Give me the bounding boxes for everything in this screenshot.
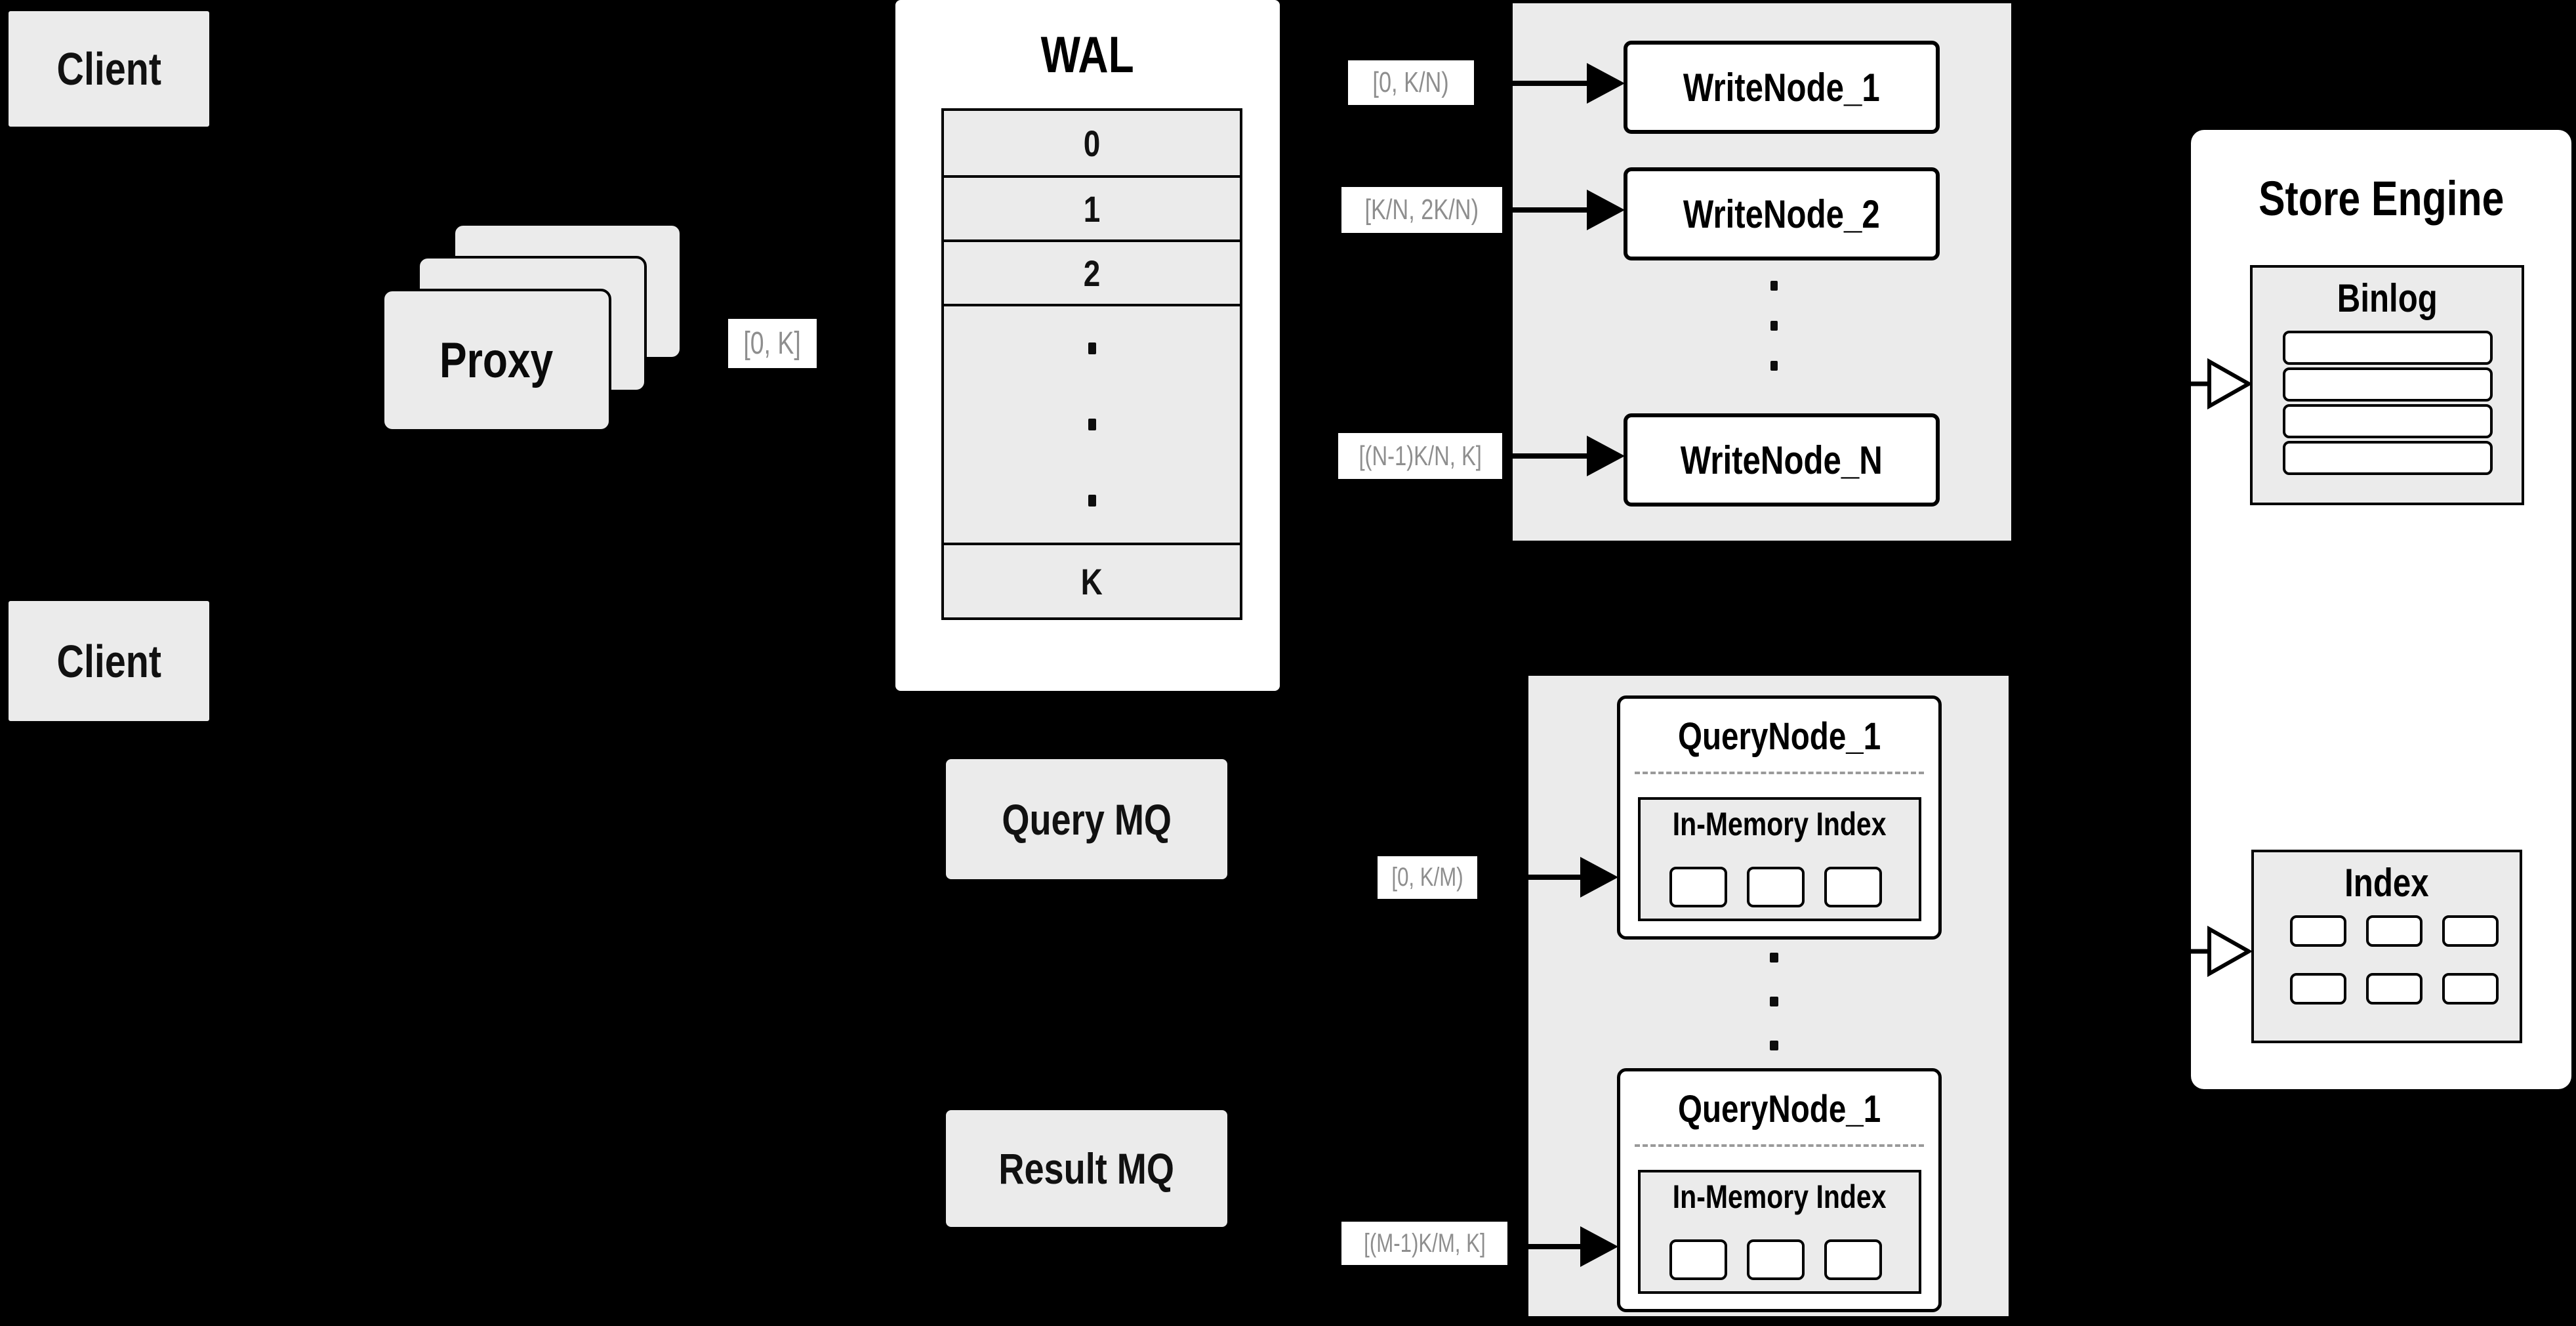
- writenode-n-box: WriteNode_N: [1624, 413, 1940, 507]
- result-mq-box: Result MQ: [946, 1110, 1227, 1227]
- range-label-client-to-wal: [0, K]: [728, 319, 817, 368]
- arrow-to-writenode-1: [1476, 63, 1625, 104]
- proxy-label: Proxy: [440, 332, 554, 388]
- range-label-writenode-1: [0, K/N): [1348, 60, 1474, 105]
- wal-segment-k: K: [944, 543, 1240, 617]
- binlog-box: Binlog: [2250, 265, 2524, 505]
- binlog-title: Binlog: [2337, 276, 2438, 320]
- ellipsis-dots-vertical: [1088, 342, 1096, 507]
- dashed-divider: [1635, 772, 1924, 774]
- index-cells: [2290, 915, 2499, 1005]
- client-bottom-label: Client: [56, 635, 161, 687]
- wal-segment-2: 2: [944, 239, 1240, 304]
- querynode-top-title: QueryNode_1: [1677, 715, 1881, 758]
- in-memory-index-top-title: In-Memory Index: [1673, 806, 1887, 842]
- store-engine-title: Store Engine: [2258, 171, 2504, 226]
- wal-title: WAL: [1040, 26, 1135, 83]
- in-memory-index-top-box: In-Memory Index: [1638, 797, 1921, 921]
- client-box-top: Client: [7, 9, 211, 129]
- wal-segment-table: 0 1 2 K: [941, 108, 1242, 620]
- writenode-1-box: WriteNode_1: [1624, 41, 1940, 134]
- arrow-to-index: [2086, 925, 2253, 978]
- segment-cells: [1669, 1239, 1882, 1280]
- wal-segment-0: 0: [1083, 122, 1101, 164]
- client-box-bottom: Client: [7, 599, 211, 723]
- arrow-to-querynode-top: [1479, 857, 1618, 898]
- querynode-ellipsis-dots: [1770, 953, 1778, 1050]
- query-mq-box: Query MQ: [946, 759, 1227, 879]
- in-memory-index-bottom-box: In-Memory Index: [1638, 1170, 1921, 1294]
- arrow-to-binlog: [2086, 358, 2253, 410]
- querynode-top-box: QueryNode_1 In-Memory Index: [1617, 695, 1942, 940]
- querynode-bottom-title: QueryNode_1: [1677, 1088, 1881, 1130]
- writenode-ellipsis-dots: [1770, 281, 1778, 371]
- in-memory-index-bottom-title: In-Memory Index: [1673, 1178, 1887, 1215]
- arrow-to-writenode-n: [1503, 436, 1625, 476]
- range-label-writenode-2: [K/N, 2K/N): [1341, 187, 1502, 233]
- client-top-label: Client: [56, 43, 161, 94]
- querynode-bottom-box: QueryNode_1 In-Memory Index: [1617, 1068, 1942, 1312]
- wal-segment-1: 1: [944, 175, 1240, 239]
- index-title: Index: [2344, 861, 2429, 905]
- range-label-querynode-top: [0, K/M): [1378, 856, 1477, 899]
- range-label-writenode-n: [(N-1)K/N, K]: [1338, 433, 1502, 479]
- wal-panel: WAL 0 1 2 K: [895, 0, 1280, 691]
- arrow-to-querynode-bottom: [1509, 1226, 1618, 1267]
- binlog-rows: [2283, 331, 2493, 478]
- range-label-querynode-bottom: [(M-1)K/M, K]: [1341, 1222, 1507, 1265]
- proxy-card-front: Proxy: [382, 289, 611, 432]
- writenode-2-box: WriteNode_2: [1624, 167, 1940, 260]
- index-box: Index: [2251, 850, 2522, 1043]
- wal-segment-ellipsis: [944, 304, 1240, 543]
- arrow-to-writenode-2: [1503, 190, 1625, 230]
- segment-cells: [1669, 867, 1882, 907]
- dashed-divider: [1635, 1144, 1924, 1147]
